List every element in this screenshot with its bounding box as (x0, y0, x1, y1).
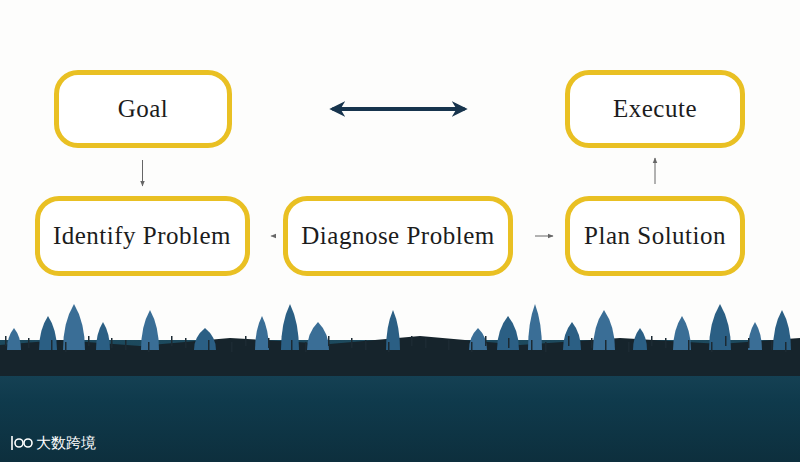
fence-post (591, 338, 593, 348)
fence-post (711, 342, 713, 352)
fence-post (748, 338, 750, 348)
fence-post (88, 336, 90, 346)
cypress-tree (497, 316, 519, 350)
fence-post (388, 342, 390, 352)
fence-post (5, 336, 7, 346)
fence-post (51, 340, 53, 350)
fence-post (725, 336, 727, 346)
cypress-tree (96, 322, 110, 350)
fence-post (448, 340, 450, 350)
fence-post (688, 340, 690, 350)
cypress-tree (673, 316, 691, 350)
fence-post (485, 336, 487, 346)
flow-arrow (655, 158, 656, 184)
fence-post (171, 336, 173, 346)
fence-post (125, 340, 127, 350)
cypress-tree (141, 310, 159, 350)
fence-post (268, 338, 270, 348)
flow-arrow (535, 236, 553, 237)
box-label: Plan Solution (584, 222, 726, 250)
fence-post (291, 340, 293, 350)
fence-post (351, 338, 353, 348)
fence-post (231, 342, 233, 352)
process-box: Diagnose Problem (283, 196, 513, 276)
logo (12, 436, 32, 450)
fence-post (425, 338, 427, 348)
process-box: Execute (565, 70, 745, 148)
cypress-tree (255, 316, 269, 350)
fence-post (305, 342, 307, 352)
fence-post (508, 338, 510, 348)
fence-post (665, 338, 667, 348)
watermark: 大数跨境 (36, 434, 96, 453)
cypress-tree (194, 328, 216, 350)
cypress-tree (773, 310, 791, 350)
fence-post (605, 340, 607, 350)
fence-post (148, 342, 150, 352)
fence-post (531, 340, 533, 350)
fence-post (568, 336, 570, 346)
cypress-tree (281, 304, 299, 350)
flow-arrow (142, 160, 143, 186)
cypress-tree (7, 328, 21, 350)
cypress-tree (528, 304, 542, 350)
fence-post (365, 340, 367, 350)
fence-post (111, 338, 113, 348)
fence-post (28, 338, 30, 348)
process-box: Plan Solution (565, 196, 745, 276)
fence-post (771, 340, 773, 350)
cypress-tree (563, 322, 581, 350)
cypress-tree (593, 310, 615, 350)
fence-post (545, 342, 547, 352)
box-label: Goal (118, 95, 169, 123)
fence-post (651, 336, 653, 346)
fence-post (65, 342, 67, 352)
fence-post (208, 340, 210, 350)
fence-post (471, 342, 473, 352)
box-label: Diagnose Problem (301, 222, 494, 250)
box-label: Execute (613, 95, 697, 123)
double-arrow (333, 107, 465, 111)
process-box: Goal (54, 70, 232, 148)
tree-line (5, 304, 791, 352)
fence-post (785, 342, 787, 352)
cypress-tree (39, 316, 57, 350)
fence-post (185, 338, 187, 348)
process-box: Identify Problem (35, 196, 250, 276)
cypress-tree (633, 328, 647, 350)
flow-arrow (271, 236, 273, 237)
fence-post (245, 336, 247, 346)
fence-post (628, 342, 630, 352)
fence-post (328, 336, 330, 346)
cypress-tree (748, 322, 762, 350)
fence-post (411, 336, 413, 346)
box-label: Identify Problem (53, 222, 231, 250)
cypress-tree (307, 322, 329, 350)
